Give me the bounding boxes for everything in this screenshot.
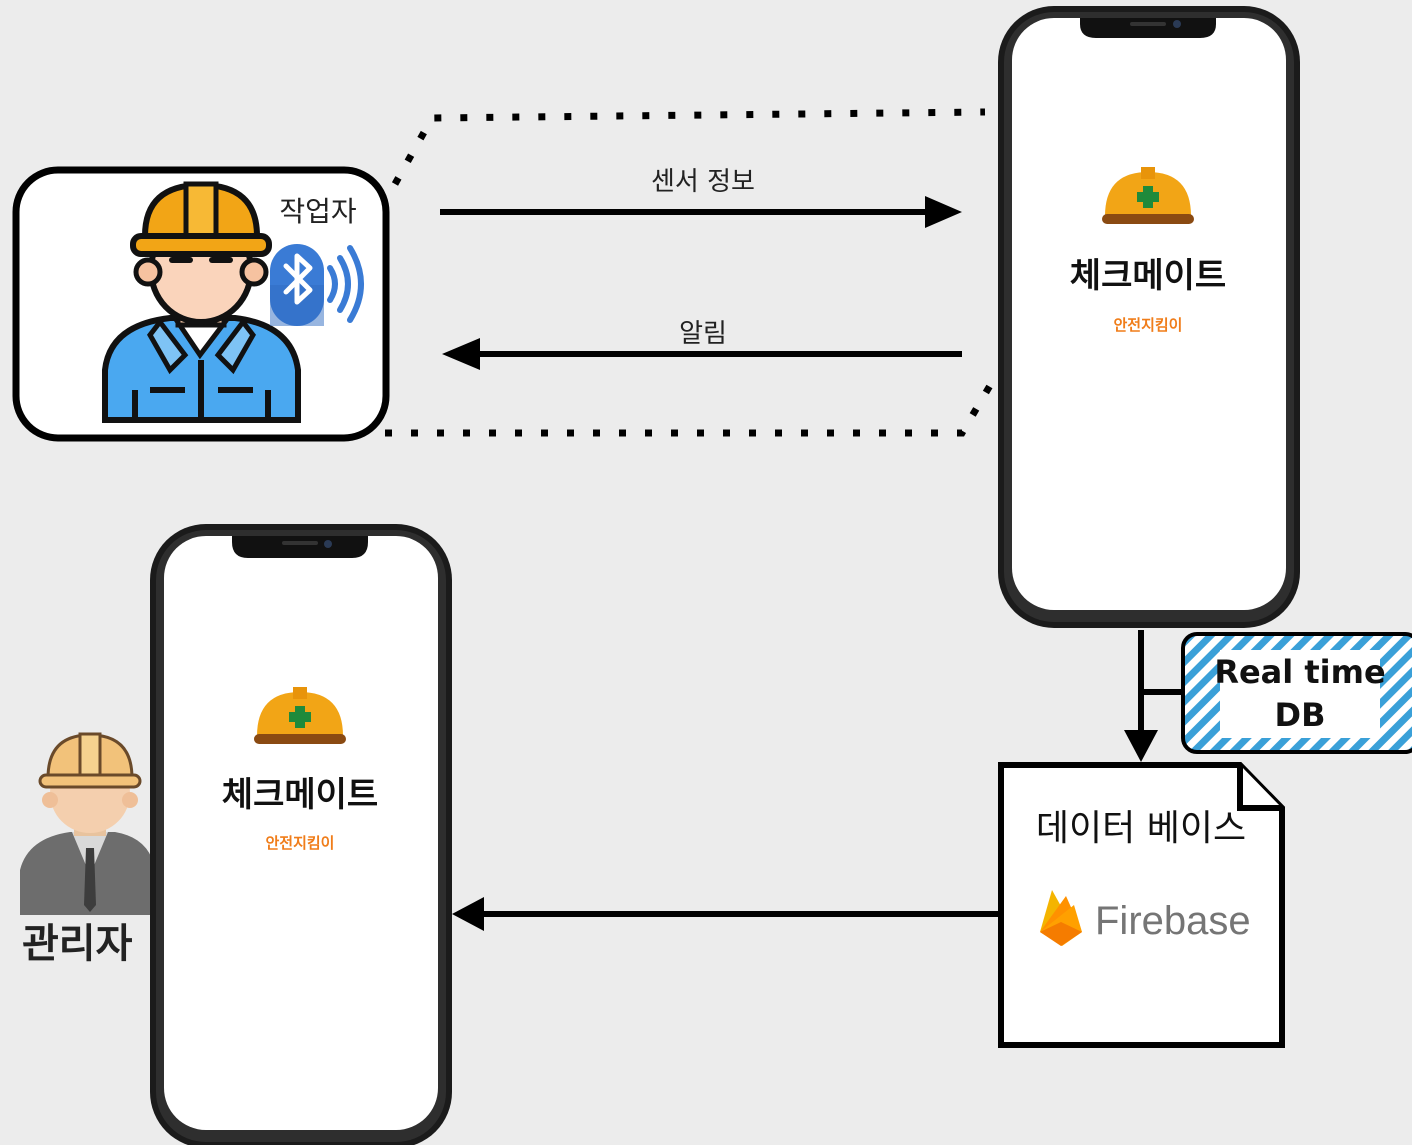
realtime-line2: DB	[1275, 696, 1326, 734]
helmet-icon	[254, 687, 346, 744]
manager-icon	[20, 732, 155, 915]
alert-label: 알림	[679, 319, 727, 349]
worker-icon	[102, 181, 301, 423]
realtime-connector	[1124, 630, 1185, 762]
realtime-line1: Real time	[1214, 653, 1385, 691]
app-name: 체크메이트	[1070, 256, 1226, 296]
realtime-db-badge: Real time DB	[1181, 632, 1412, 754]
dotted-connector	[385, 108, 1002, 437]
manager-label: 관리자	[22, 921, 133, 967]
worker-card: 작업자	[12, 166, 390, 442]
alert-arrow: 알림	[442, 319, 962, 370]
database-title: 데이터 베이스	[1036, 808, 1246, 849]
firebase-flame-icon	[1040, 890, 1082, 946]
firebase-brand: Firebase	[1095, 899, 1251, 943]
app-name: 체크메이트	[222, 775, 378, 815]
bluetooth-icon	[270, 244, 364, 326]
helmet-icon	[1102, 167, 1194, 224]
app-tagline: 안전지킴이	[265, 834, 334, 852]
db-to-manager-arrow	[452, 897, 1001, 931]
database-document: 데이터 베이스 Firebase	[998, 762, 1285, 1048]
phone-bottom: 체크메이트 안전지킴이	[150, 524, 452, 1145]
sensor-label: 센서 정보	[651, 167, 755, 197]
app-tagline: 안전지킴이	[1113, 316, 1182, 334]
phone-top: 체크메이트 안전지킴이	[998, 6, 1300, 628]
worker-label: 작업자	[279, 195, 356, 228]
sensor-arrow: 센서 정보	[440, 167, 962, 228]
